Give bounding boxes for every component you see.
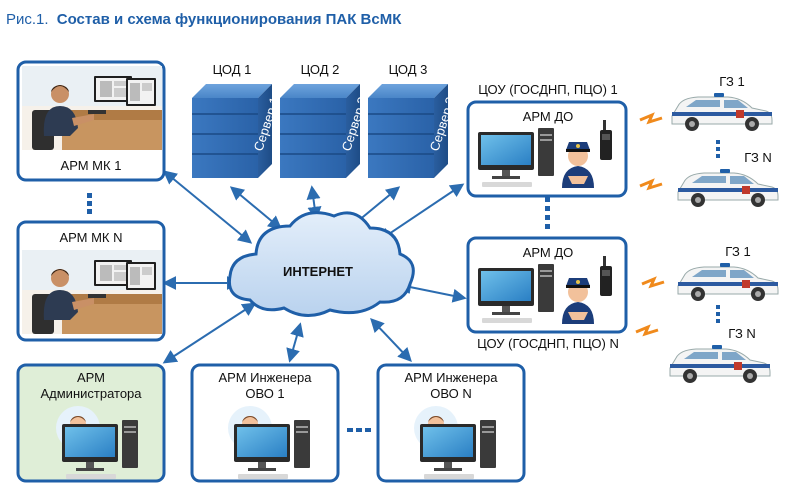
engn-label-line2: ОВО N [430,386,471,401]
cod-1: ЦОД 1 Сервер 1 [192,62,282,178]
car-top-1-icon [671,92,773,132]
figure-prefix: Рис.1. [6,11,49,28]
arm-engineer-ovo-n: АРМ Инженера ОВО N [376,363,526,483]
lightning-top-n-icon [638,179,664,190]
link-admin-internet [162,302,257,364]
link-cou1-internet [377,183,465,242]
patrol-group-bottom: ГЗ 1 ГЗ N [634,244,779,384]
link-armmk1-internet [162,170,253,244]
arm-do-n-label: АРМ ДО [523,245,574,260]
patrol-group-top: ГЗ 1 ГЗ N [638,74,779,208]
car-bot-n-icon [669,344,771,384]
connection-lines [162,170,467,364]
arm-do-1-label: АРМ ДО [523,109,574,124]
admin-label-line2: Администратора [40,386,142,401]
gz-top-n-label: ГЗ N [744,150,772,165]
gz-bot-n-label: ГЗ N [728,326,756,341]
cou-1: ЦОУ (ГОСДНП, ПЦО) 1 АРМ ДО [466,82,628,198]
arm-mk-1-label: АРМ МК 1 [61,158,122,173]
link-eng1-internet [286,322,304,363]
cod-3-label: ЦОД 3 [389,62,428,77]
eng1-label-line2: ОВО 1 [245,386,284,401]
arm-mk-n: АРМ МК N [16,220,166,342]
cloud-label: ИНТЕРНЕТ [283,264,353,279]
car-top-n-icon [677,168,779,208]
figure-title-text: Состав и схема функционирования ПАК ВсМК [57,11,402,28]
lightning-bot-1-icon [640,277,666,288]
link-engn-internet [370,317,412,363]
arm-mk-1: АРМ МК 1 [16,60,166,182]
cou-1-label: ЦОУ (ГОСДНП, ПЦО) 1 [478,82,618,97]
cou-n-label: ЦОУ (ГОСДНП, ПЦО) N [477,336,619,351]
figure-title: Рис.1. Состав и схема функционирования П… [6,11,402,28]
gz-top-1-label: ГЗ 1 [719,74,744,89]
dotted-separators [87,140,720,432]
link-coun-internet [397,280,467,303]
cou-n: АРМ ДО ЦОУ (ГОСДНП, ПЦО) N [466,236,628,351]
cod-2-label: ЦОД 2 [301,62,340,77]
engn-label-line1: АРМ Инженера [405,370,499,385]
cod-1-label: ЦОД 1 [213,62,252,77]
arm-administrator: АРМ Администратора [16,363,166,483]
lightning-top-1-icon [638,113,664,124]
arm-engineer-ovo-1: АРМ Инженера ОВО 1 [190,363,340,483]
cod-2: ЦОД 2 Сервер 2 [280,62,370,178]
admin-label-line1: АРМ [77,370,105,385]
arm-mk-n-label: АРМ МК N [59,230,122,245]
link-cod1-internet [229,186,283,230]
cod-3: ЦОД 3 Сервер 3 [368,62,458,178]
car-bot-1-icon [677,262,779,302]
internet-cloud: ИНТЕРНЕТ [227,211,415,317]
eng1-label-line1: АРМ Инженера [219,370,313,385]
lightning-bot-n-icon [634,325,660,336]
gz-bot-1-label: ГЗ 1 [725,244,750,259]
